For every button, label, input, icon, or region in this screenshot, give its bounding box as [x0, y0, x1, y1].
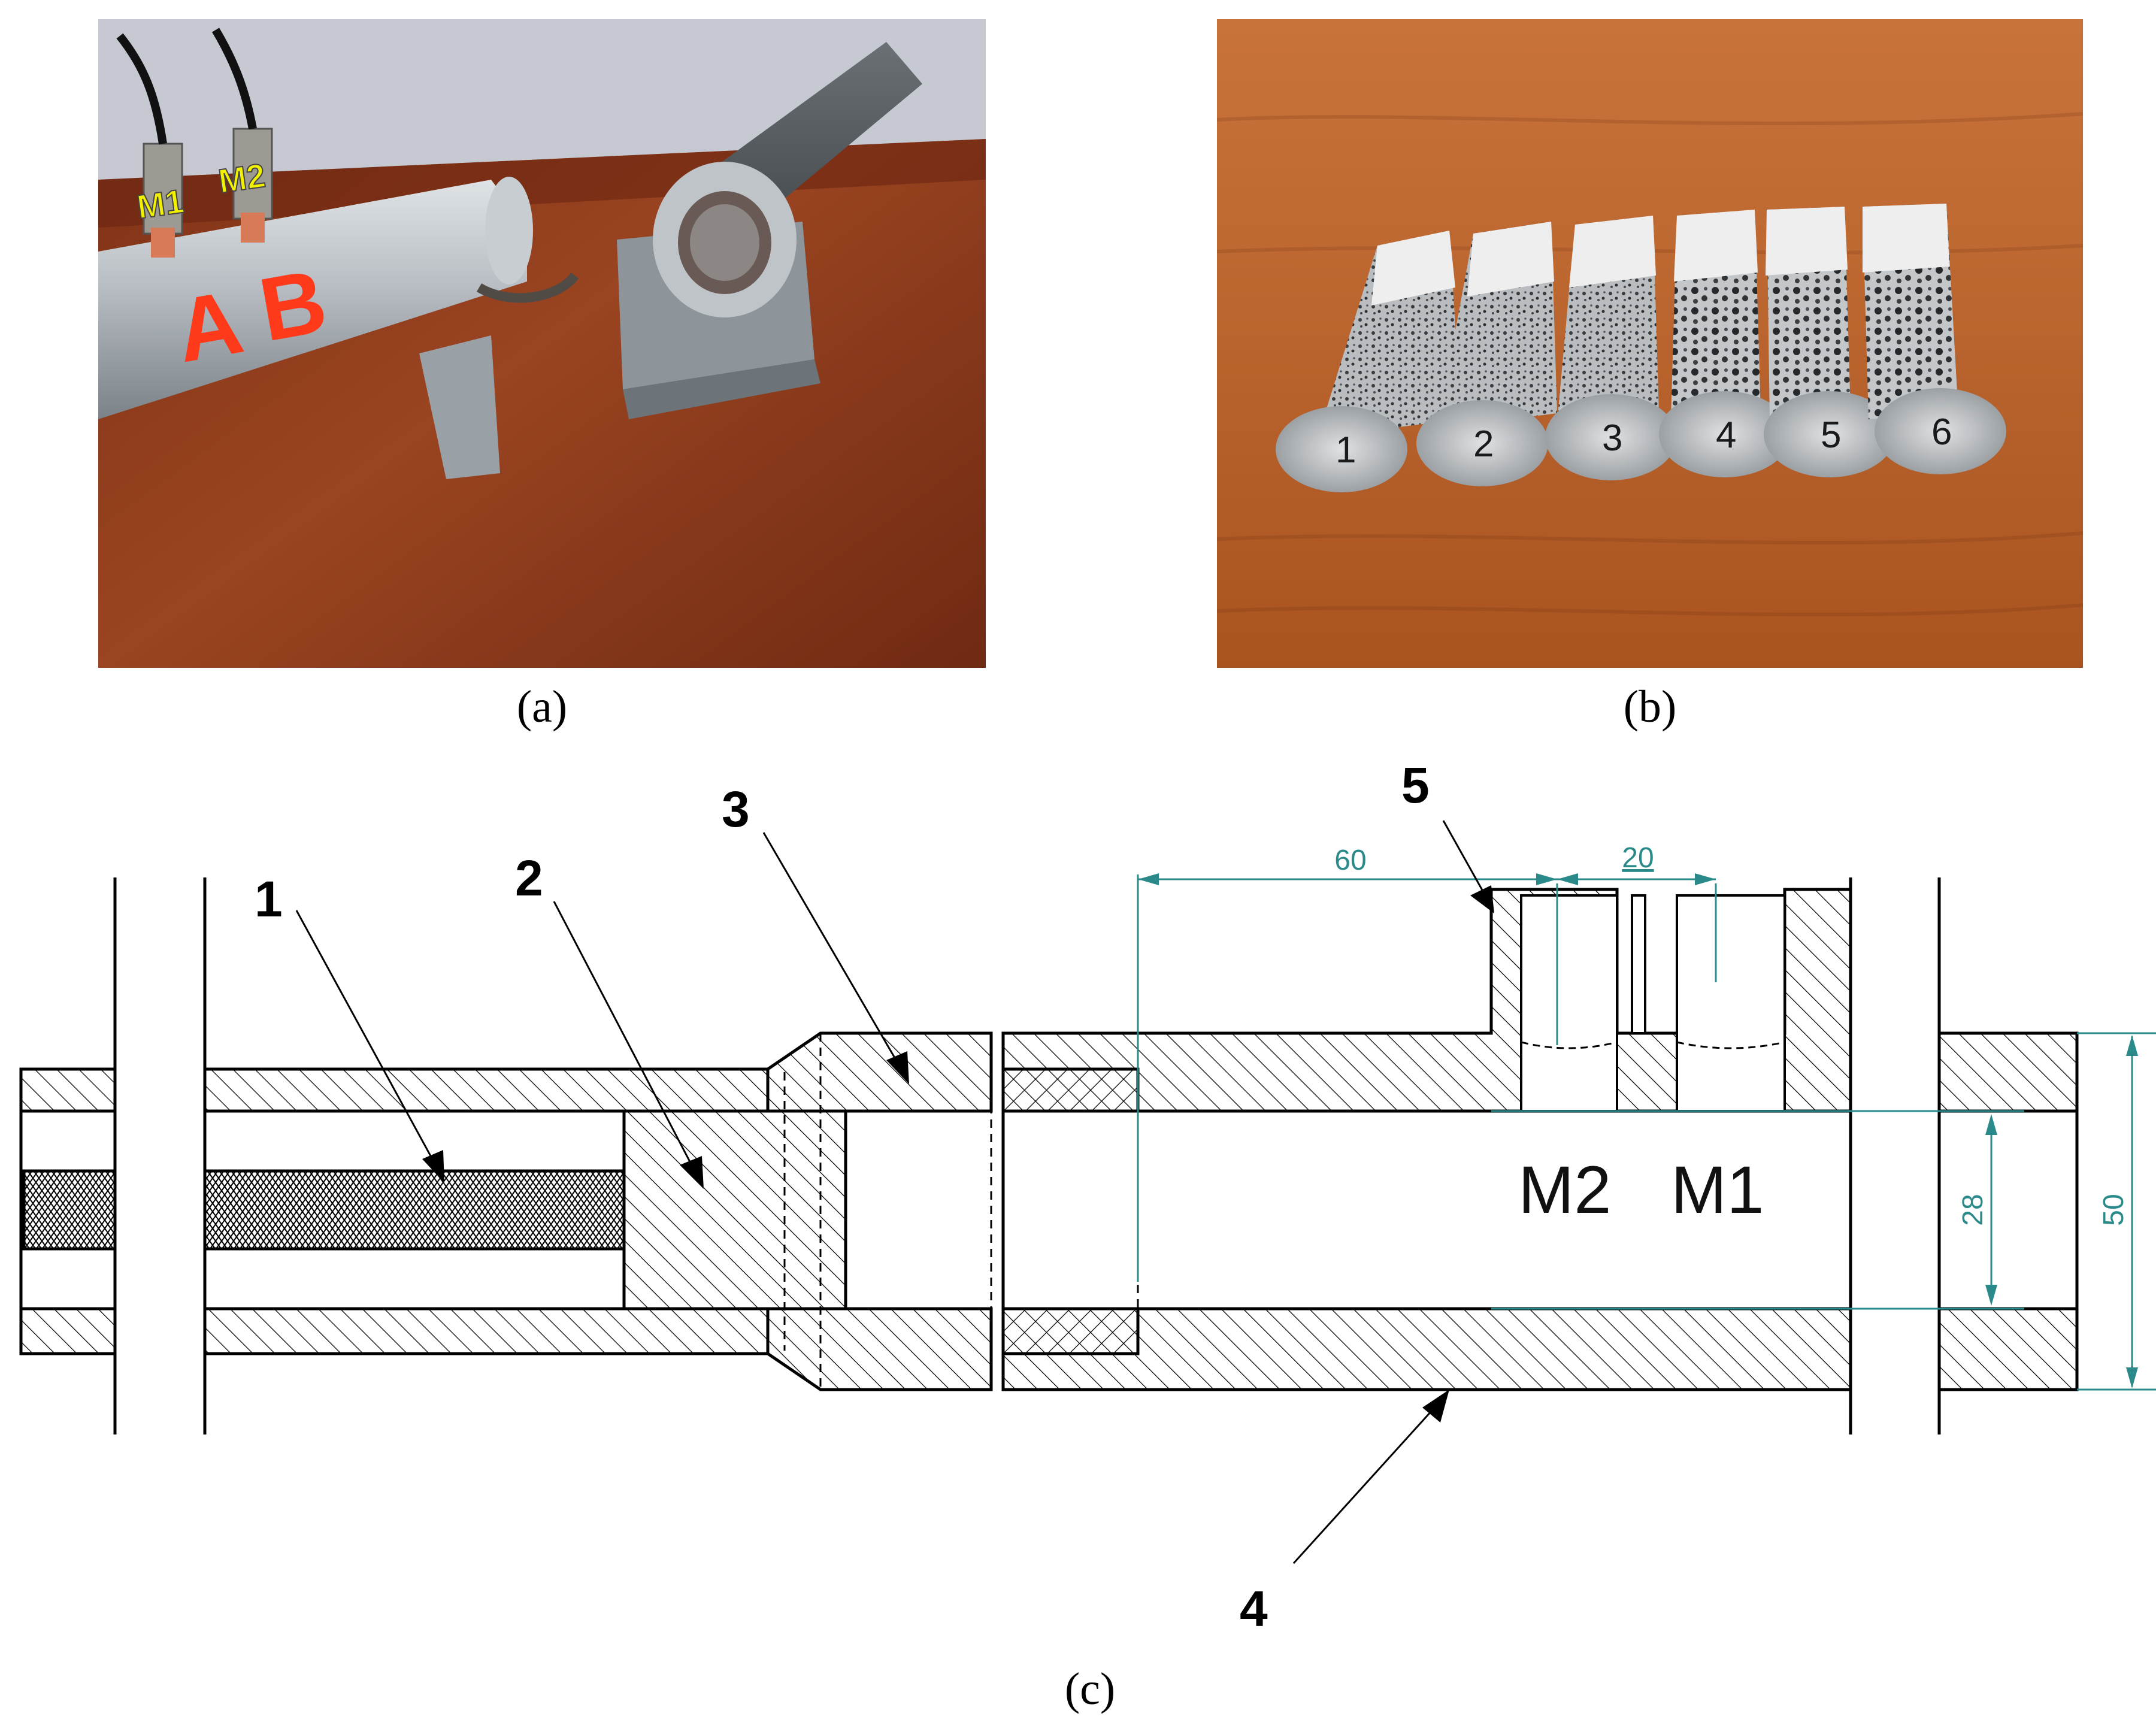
sample-6: 6: [1863, 204, 2006, 474]
dim-28-label: 28: [1957, 1194, 1989, 1225]
bore-m2: [1520, 894, 1618, 1112]
panel-b-photo: 1 2 3 4 5 6: [1216, 19, 2084, 668]
label-m1: M1: [135, 182, 186, 226]
sample-2: 2: [1416, 222, 1557, 486]
sample-num-5: 5: [1821, 414, 1841, 456]
callout-1: 1: [255, 871, 283, 927]
sample-num-2: 2: [1473, 423, 1494, 465]
caption-c: (c): [1065, 1664, 1115, 1714]
striker-rod-left: [22, 1169, 117, 1251]
coupling-bottom: [766, 1307, 993, 1391]
leader-4: [1292, 1390, 1449, 1564]
sample-4: 4: [1659, 210, 1791, 477]
bore-m1: [1676, 894, 1786, 1112]
clamp: [476, 272, 579, 303]
leader-2: [553, 901, 704, 1189]
sample-5: 5: [1764, 207, 1895, 477]
sample-num-4: 4: [1716, 414, 1736, 456]
light-tube: [98, 180, 527, 419]
projectile: [622, 1109, 847, 1311]
panel-a-photo: M1 M2 A B: [98, 19, 986, 668]
label-m2: M2: [216, 156, 268, 200]
barrel-bottom-wall: [203, 1307, 770, 1355]
barrel-top-wall: [203, 1067, 770, 1113]
sample-num-1: 1: [1336, 429, 1356, 471]
striker-rod: [203, 1169, 626, 1251]
tap-label-m1: M1: [1671, 1152, 1764, 1227]
leader-3: [762, 832, 909, 1084]
sensor-m2: [211, 28, 273, 243]
callout-3: 3: [722, 781, 750, 837]
leader-5: [1442, 820, 1494, 913]
sample-1: 1: [1276, 231, 1461, 492]
leader-1: [295, 910, 444, 1183]
caption-b: (b): [1624, 682, 1677, 732]
caption-a: (a): [517, 682, 567, 732]
coupling-top: [766, 1031, 993, 1113]
callout-4: 4: [1240, 1581, 1268, 1637]
support-block-a: [419, 335, 500, 479]
sensor-m1: [116, 33, 183, 258]
callout-5: 5: [1401, 757, 1430, 813]
dim-50-label: 50: [2098, 1194, 2130, 1225]
sample-3: 3: [1545, 216, 1677, 480]
bar-bottom-wall: [1001, 1307, 1852, 1391]
callout-2: 2: [515, 850, 543, 906]
dim-20-label: 20: [1622, 842, 1654, 874]
tap-label-m2: M2: [1518, 1152, 1612, 1227]
sample-num-6: 6: [1931, 411, 1952, 453]
panel-c-drawing: 60 20 28 50 M2 M1: [19, 757, 2156, 1637]
dim-60-label: 60: [1334, 845, 1366, 876]
sample-num-3: 3: [1602, 417, 1622, 459]
